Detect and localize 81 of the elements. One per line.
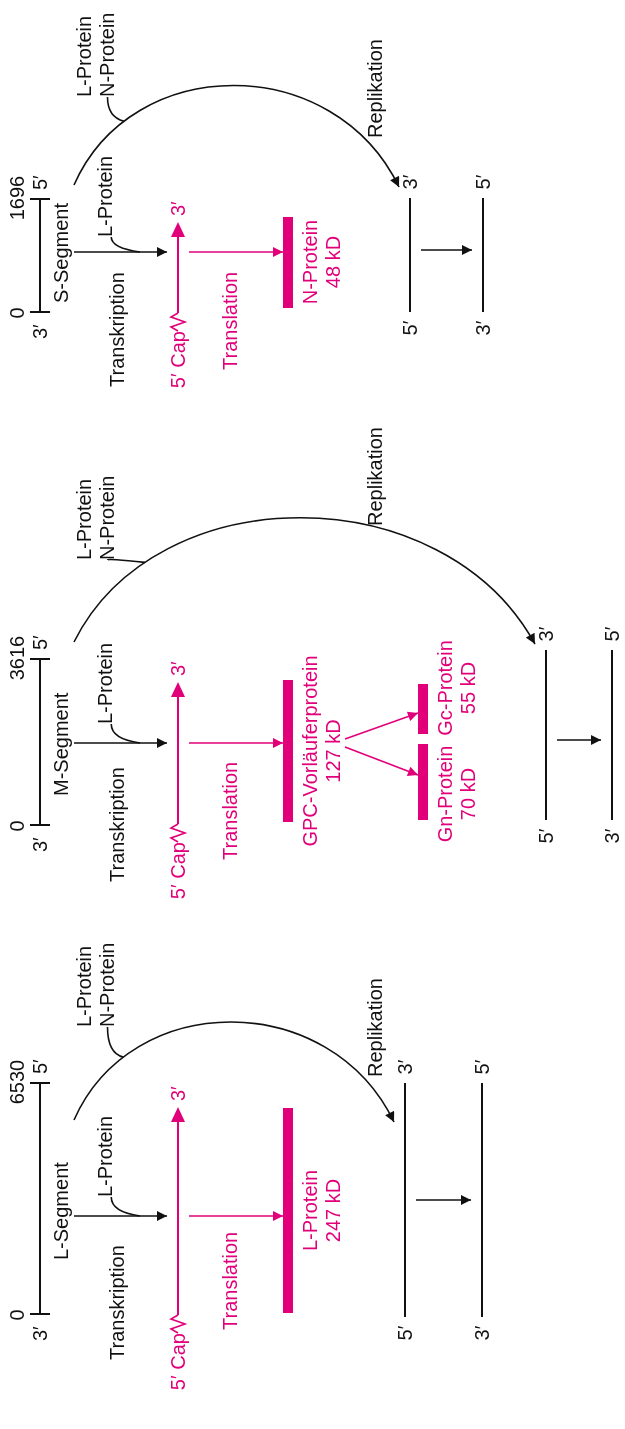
end-label: 3′ xyxy=(166,661,190,676)
position-number: 0 xyxy=(6,1309,29,1321)
protein-name: N-Protein xyxy=(96,475,119,560)
end-label: 5′ xyxy=(29,635,52,650)
end-label: 5′ xyxy=(470,1058,494,1077)
cap-label: 5′ Cap xyxy=(166,1333,190,1393)
protein-name: L-Protein xyxy=(94,1115,117,1197)
end-label: 5′ xyxy=(600,625,624,644)
mass-label: 127 kD xyxy=(322,718,345,785)
protein-name: L-Protein xyxy=(299,1168,322,1254)
protein-name: N-Protein xyxy=(96,942,119,1027)
end-label: 3′ xyxy=(600,827,624,846)
protein-name: N-Protein xyxy=(299,218,322,307)
end-label: 5′ xyxy=(29,175,52,190)
arrow xyxy=(73,1211,168,1221)
segment-label: S-Segment xyxy=(50,202,73,303)
position-number: 0 xyxy=(6,820,29,832)
end-label: 3′ xyxy=(470,1324,494,1343)
end-label: 3′ xyxy=(398,173,422,192)
end-label: 5′ xyxy=(471,173,495,192)
arrow xyxy=(73,516,536,645)
end-label: 3′ xyxy=(166,1086,190,1101)
protein-name: L-Protein xyxy=(94,642,117,724)
arrow xyxy=(188,247,284,257)
leader-line xyxy=(106,558,146,564)
end-label: 3′ xyxy=(166,201,190,216)
arrow xyxy=(73,84,400,188)
arrow xyxy=(344,711,419,740)
edge-label: Transkription xyxy=(106,272,129,387)
mass-label: 247 kD xyxy=(322,1177,345,1245)
position-number: 1696 xyxy=(6,175,29,221)
mass-label: 48 kD xyxy=(322,234,345,291)
arrow xyxy=(556,735,602,745)
leader-line xyxy=(106,1026,125,1058)
leader-line xyxy=(110,723,141,744)
end-label: 5′ xyxy=(398,319,422,338)
segment-label: M-Segment xyxy=(50,692,73,796)
end-label: 3′ xyxy=(29,324,52,339)
protein-name: Gc-Protein xyxy=(434,639,457,738)
protein-name: Gn-Protein xyxy=(434,744,457,845)
arrow xyxy=(415,1195,472,1205)
edge-label: Replikation xyxy=(364,427,387,526)
end-label: 3′ xyxy=(393,1058,417,1077)
leader-line xyxy=(110,1196,141,1217)
edge-label: Replikation xyxy=(364,978,387,1077)
end-label: 3′ xyxy=(534,625,558,644)
end-label: 5′ xyxy=(393,1324,417,1343)
leader-line xyxy=(106,96,125,122)
protein-name: L-Protein xyxy=(73,14,96,97)
arrow xyxy=(73,247,168,257)
position-number: 3616 xyxy=(6,635,29,681)
edge-label: Translation xyxy=(219,761,242,860)
protein-name: L-Protein xyxy=(94,155,117,237)
protein-name: N-Protein xyxy=(96,12,119,97)
end-label: 5′ xyxy=(29,1059,52,1074)
protein-name: L-Protein xyxy=(73,477,96,560)
arrow xyxy=(344,746,419,777)
edge-label: Transkription xyxy=(106,767,129,882)
end-label: 3′ xyxy=(471,319,495,338)
leader-line xyxy=(110,236,141,253)
edge-label: Translation xyxy=(219,1231,242,1330)
end-label: 3′ xyxy=(29,1326,52,1341)
segment-label: L-Segment xyxy=(50,1162,73,1260)
position-number: 6530 xyxy=(6,1059,29,1105)
edge-label: Replikation xyxy=(364,39,387,138)
arrow xyxy=(73,738,168,748)
arrow xyxy=(188,738,284,748)
protein-name: GPC-Vorläuferprotein xyxy=(299,654,322,849)
edge-label: Translation xyxy=(219,271,242,370)
cap-label: 5′ Cap xyxy=(166,331,190,391)
end-label: 5′ xyxy=(534,827,558,846)
arrow xyxy=(420,245,473,255)
position-number: 0 xyxy=(6,307,29,319)
mass-label: 55 kD xyxy=(457,660,480,717)
cap-label: 5′ Cap xyxy=(166,842,190,902)
end-label: 3′ xyxy=(29,837,52,852)
mass-label: 70 kD xyxy=(457,766,480,823)
edge-label: Transkription xyxy=(106,1245,129,1360)
arrow xyxy=(73,1021,395,1123)
protein-name: L-Protein xyxy=(73,944,96,1027)
arrow xyxy=(188,1211,284,1221)
